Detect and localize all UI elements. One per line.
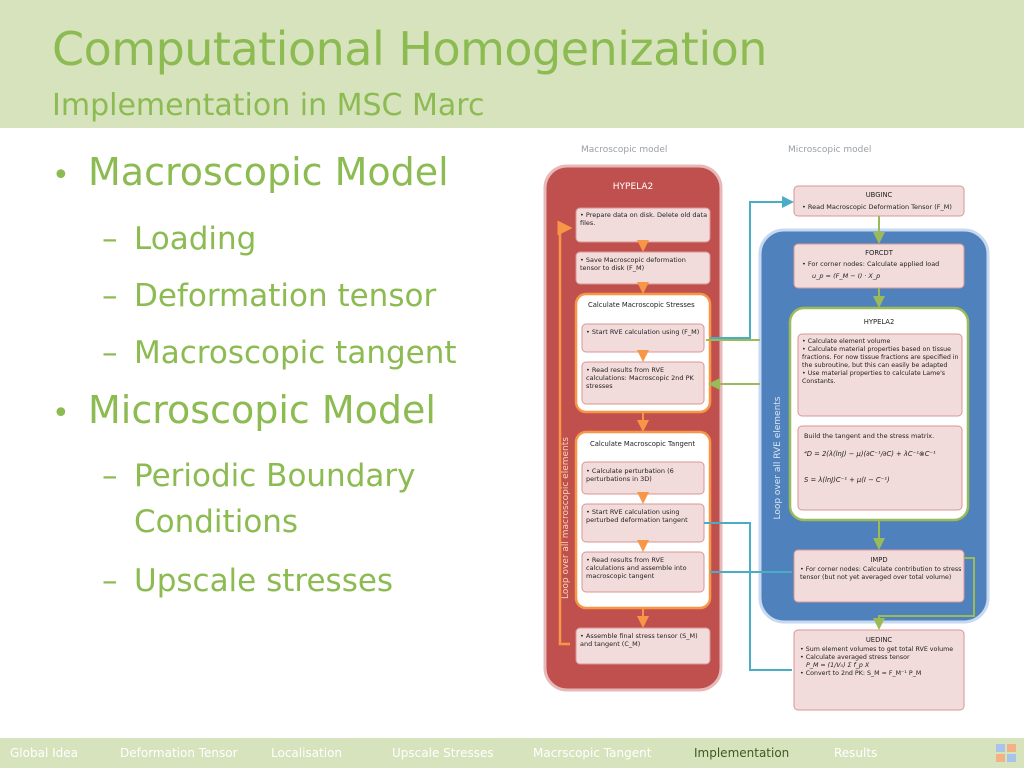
micro-hypela2-title: HYPELA2 bbox=[864, 318, 895, 326]
sub-bullet-deformation-tensor: –Deformation tensor bbox=[102, 278, 437, 314]
bullet-dot-icon: • bbox=[52, 396, 70, 431]
tangent-stress-box bbox=[797, 425, 963, 511]
read-results-text: • Read results from RVE calculations: Ma… bbox=[586, 366, 694, 390]
start-rve-text: • Start RVE calculation using (F_M) bbox=[586, 328, 700, 336]
nav-global-idea[interactable]: Global Idea bbox=[10, 746, 78, 760]
macro-hypela2-title: HYPELA2 bbox=[613, 182, 653, 192]
bullet-dot-icon: • bbox=[52, 158, 70, 193]
read-results-box bbox=[581, 361, 705, 405]
sub-bullet-loading: –Loading bbox=[102, 221, 257, 257]
calc-tangent-title: Calculate Macroscopic Tangent bbox=[590, 440, 695, 448]
nav-localisation[interactable]: Localisation bbox=[271, 746, 343, 760]
slide-thumbnail-icon[interactable] bbox=[996, 744, 1020, 762]
uedinc-box bbox=[793, 629, 965, 711]
calc-stresses-title: Calculate Macroscopic Stresses bbox=[588, 301, 695, 309]
read-assemble-text: • Read results from RVE calculations and… bbox=[586, 556, 687, 580]
tangent-equation: ⁴D = 2(λ(lnJ) − μ)(∂C⁻¹/∂C) + λC⁻¹⊗C⁻¹ bbox=[804, 450, 936, 458]
assemble-text: • Assemble final stress tensor (S_M) and… bbox=[580, 632, 698, 648]
micro-model-heading: Microscopic model bbox=[788, 145, 871, 155]
nav-upscale-stresses[interactable]: Upscale Stresses bbox=[392, 746, 494, 760]
slide-header: Computational Homogenization Implementat… bbox=[0, 0, 1024, 128]
implementation-flow-diagram: Macroscopic model Microscopic model HYPE… bbox=[543, 145, 990, 711]
forcdt-text: • For corner nodes: Calculate applied lo… bbox=[802, 260, 939, 268]
hypela2-items-text: • Calculate element volume• Calculate ma… bbox=[802, 338, 959, 385]
green-arrow-to-uedinc bbox=[873, 557, 975, 630]
impd-box bbox=[793, 549, 965, 603]
read-assemble-box bbox=[581, 551, 705, 593]
macro-loop-label: Loop over all macroscopic elements bbox=[561, 437, 571, 599]
macro-container bbox=[543, 164, 723, 692]
hypela2-items-box bbox=[797, 333, 963, 417]
sub-bullet-macroscopic-tangent: –Macroscopic tangent bbox=[102, 335, 457, 371]
impd-text: • For corner nodes: Calculate contributi… bbox=[800, 566, 962, 581]
slide-title: Computational Homogenization bbox=[52, 22, 767, 76]
slide-subtitle: Implementation in MSC Marc bbox=[52, 88, 485, 123]
nav-deformation-tensor[interactable]: Deformation Tensor bbox=[120, 746, 238, 760]
save-text: • Save Macroscopic deformation tensor to… bbox=[580, 256, 686, 272]
sub-bullet-periodic-bc: –Periodic Boundary Conditions bbox=[102, 458, 416, 540]
tangent-stress-title: Build the tangent and the stress matrix. bbox=[804, 432, 934, 440]
prepare-text: • Prepare data on disk. Delete old data … bbox=[580, 211, 708, 227]
start-rve-perturbed-text: • Start RVE calculation using perturbed … bbox=[586, 508, 688, 524]
perturb-text: • Calculate perturbation (6 perturbation… bbox=[586, 467, 674, 483]
macro-model-heading: Macroscopic model bbox=[581, 145, 667, 155]
teal-arrow-to-uedinc bbox=[704, 522, 792, 671]
uedinc-items-text: • Sum element volumes to get total RVE v… bbox=[800, 646, 954, 677]
ubginc-text: • Read Macroscopic Deformation Tensor (F… bbox=[802, 203, 952, 211]
teal-arrow-to-ubginc bbox=[710, 196, 794, 339]
impd-title: IMPD bbox=[870, 556, 887, 564]
nav-results[interactable]: Results bbox=[834, 746, 878, 760]
forcdt-title: FORCDT bbox=[865, 249, 894, 257]
sub-bullet-upscale-stresses: –Upscale stresses bbox=[102, 563, 394, 599]
footer-nav-bar: Global Idea Deformation Tensor Localisat… bbox=[0, 738, 1024, 768]
bullet-macroscopic-model: •Macroscopic Model bbox=[52, 150, 449, 194]
forcdt-equation: u_p = (F_M − I) · X_p bbox=[812, 272, 880, 280]
uedinc-title: UEDINC bbox=[866, 636, 893, 644]
nav-implementation[interactable]: Implementation bbox=[694, 746, 790, 760]
assemble-box bbox=[575, 627, 711, 665]
nav-macrscopic-tangent[interactable]: Macrscopic Tangent bbox=[533, 746, 652, 760]
macro-loop-arrow bbox=[557, 220, 573, 646]
bullet-microscopic-model: •Microscopic Model bbox=[52, 388, 436, 432]
ubginc-title: UBGINC bbox=[866, 191, 893, 199]
rve-loop-label: Loop over all RVE elements bbox=[773, 396, 783, 519]
stress-equation: S = λ(lnJ)C⁻¹ + μ(I − C⁻¹) bbox=[804, 476, 890, 484]
